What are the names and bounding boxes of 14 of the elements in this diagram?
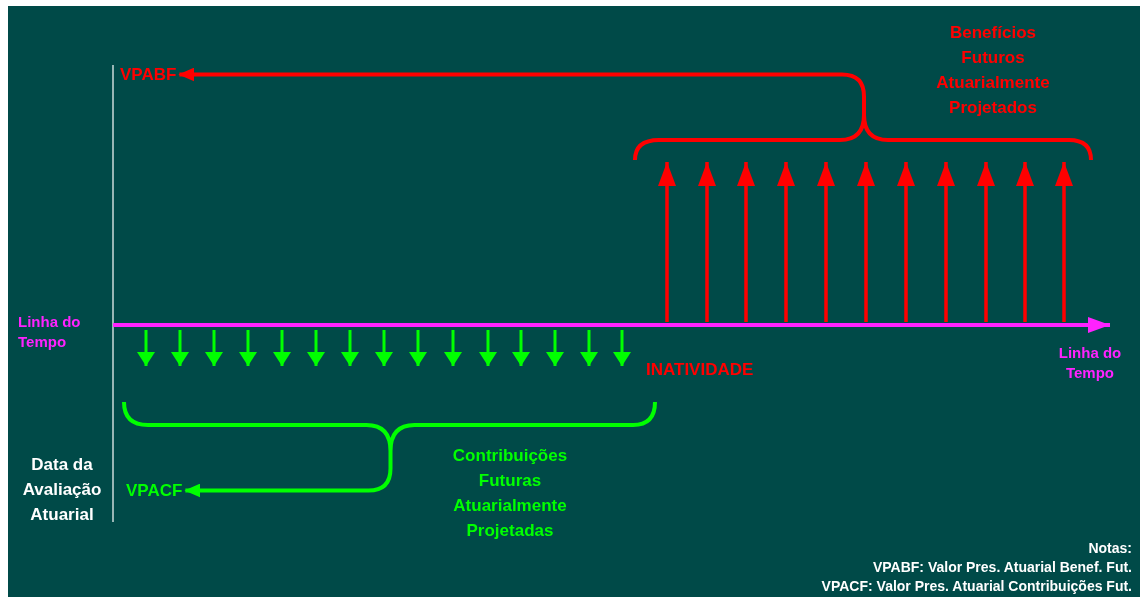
timeline-label: Linha do Tempo	[18, 312, 82, 352]
date-label: Data da Avaliação Atuarial	[21, 454, 103, 526]
node-label: Contribuições Futuras Atuarialmente Projetadas	[435, 443, 585, 543]
curly-brace	[633, 114, 1095, 162]
note-text: VPACF: Valor Pres. Atuarial Contribuições Fut.	[820, 577, 1132, 595]
timeline-label: Linha do Tempo	[1057, 343, 1123, 383]
arrow	[178, 67, 866, 115]
node-label: Benefícios Futuros Atuarialmente Projetados	[918, 20, 1068, 120]
arrow	[184, 451, 393, 498]
node-label: VPABF	[120, 62, 194, 87]
notes-heading: Notas:	[1087, 539, 1132, 557]
phase-label: INATIVIDADE	[646, 359, 755, 381]
note-text: VPABF: Valor Pres. Atuarial Benef. Fut.	[871, 558, 1132, 576]
node-label: VPACF	[126, 478, 198, 503]
